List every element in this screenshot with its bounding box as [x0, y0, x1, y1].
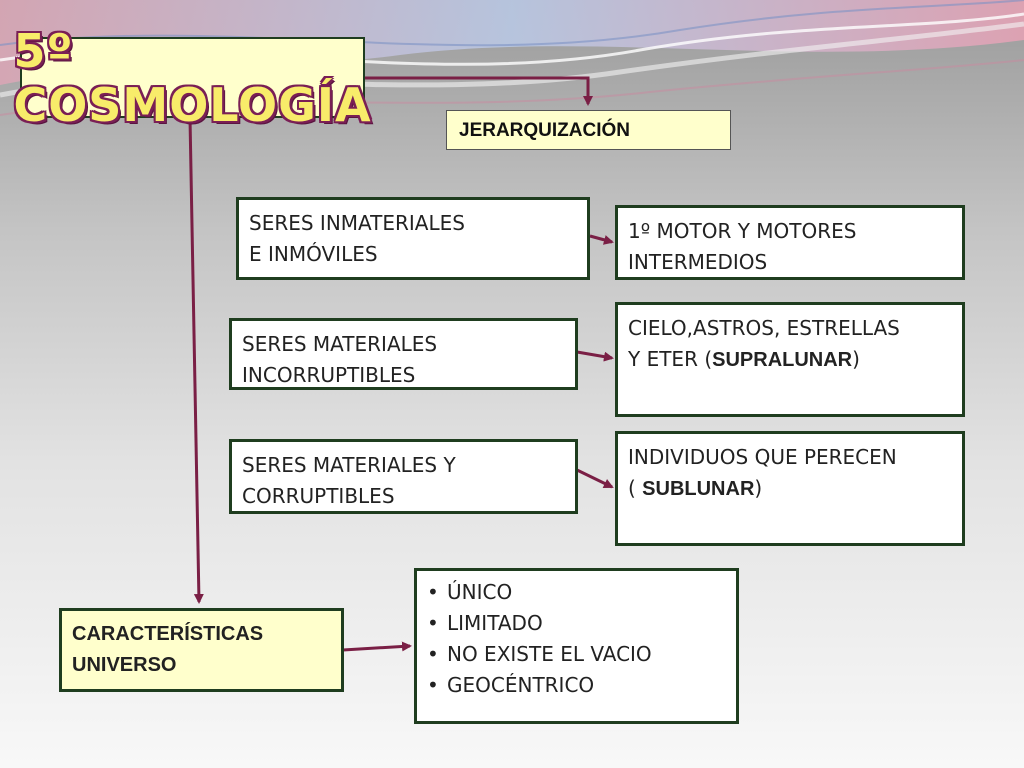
feature-label: LIMITADO	[447, 611, 543, 635]
feature-item: • GEOCÉNTRICO	[427, 670, 726, 701]
connector-caracteristicas-to-features	[342, 641, 412, 652]
category-line: SERES MATERIALES	[242, 332, 438, 356]
category-line: SERES INMATERIALES	[249, 211, 465, 235]
feature-label: NO EXISTE EL VACIO	[447, 642, 652, 666]
description-line: INTERMEDIOS	[628, 250, 768, 274]
feature-label: GEOCÉNTRICO	[447, 673, 595, 697]
bullet-icon: •	[427, 642, 439, 666]
connector-level1	[589, 234, 614, 245]
description-suffix: )	[852, 347, 860, 371]
description-prefix: (	[628, 476, 643, 500]
description-box-supralunar: CIELO,ASTROS, ESTRELLAS Y ETER (SUPRALUN…	[615, 302, 965, 417]
sublunar-label: SUBLUNAR	[642, 478, 755, 500]
supralunar-label: SUPRALUNAR	[712, 349, 853, 371]
connector-title-to-jerarquizacion	[365, 76, 593, 106]
features-list: • ÚNICO • LIMITADO • NO EXISTE EL VACIO • GE…	[427, 577, 726, 701]
category-box-corruptibles: SERES MATERIALES Y CORRUPTIBLES	[229, 439, 578, 514]
features-box: • ÚNICO • LIMITADO • NO EXISTE EL VACIO • GE…	[414, 568, 739, 724]
connector-level2	[576, 350, 614, 362]
description-line: Y ETER (SUPRALUNAR)	[628, 344, 952, 376]
bullet-icon: •	[427, 673, 439, 697]
connector-title-to-caracteristicas	[188, 117, 204, 604]
category-box-inmateriales: SERES INMATERIALES E INMÓVILES	[236, 197, 590, 280]
category-line: CORRUPTIBLES	[242, 484, 395, 508]
bullet-icon: •	[427, 580, 439, 604]
bullet-icon: •	[427, 611, 439, 635]
description-line: INDIVIDUOS QUE PERECEN	[628, 445, 897, 469]
category-line: E INMÓVILES	[249, 242, 378, 266]
caracteristicas-line: UNIVERSO	[72, 654, 177, 676]
page-title: 5º COSMOLOGÍA	[13, 23, 372, 132]
caracteristicas-box: CARACTERÍSTICAS UNIVERSO	[59, 608, 344, 692]
description-prefix: Y ETER (	[628, 347, 713, 371]
description-line: 1º MOTOR Y MOTORES	[628, 219, 857, 243]
feature-item: • LIMITADO	[427, 608, 726, 639]
feature-item: • NO EXISTE EL VACIO	[427, 639, 726, 670]
category-line: SERES MATERIALES Y	[242, 453, 456, 477]
caracteristicas-line: CARACTERÍSTICAS	[72, 623, 264, 645]
connector-level3	[576, 468, 614, 489]
feature-label: ÚNICO	[447, 580, 513, 604]
description-line: CIELO,ASTROS, ESTRELLAS	[628, 316, 900, 340]
description-line: ( SUBLUNAR)	[628, 473, 952, 505]
category-line: INCORRUPTIBLES	[242, 363, 416, 387]
feature-item: • ÚNICO	[427, 577, 726, 608]
title-box: 5º COSMOLOGÍA	[13, 23, 372, 132]
description-box-motores: 1º MOTOR Y MOTORES INTERMEDIOS	[615, 205, 965, 280]
jerarquizacion-box: JERARQUIZACIÓN	[446, 110, 731, 150]
description-suffix: )	[754, 476, 763, 500]
description-box-sublunar: INDIVIDUOS QUE PERECEN ( SUBLUNAR)	[615, 431, 965, 546]
category-box-incorruptibles: SERES MATERIALES INCORRUPTIBLES	[229, 318, 578, 390]
